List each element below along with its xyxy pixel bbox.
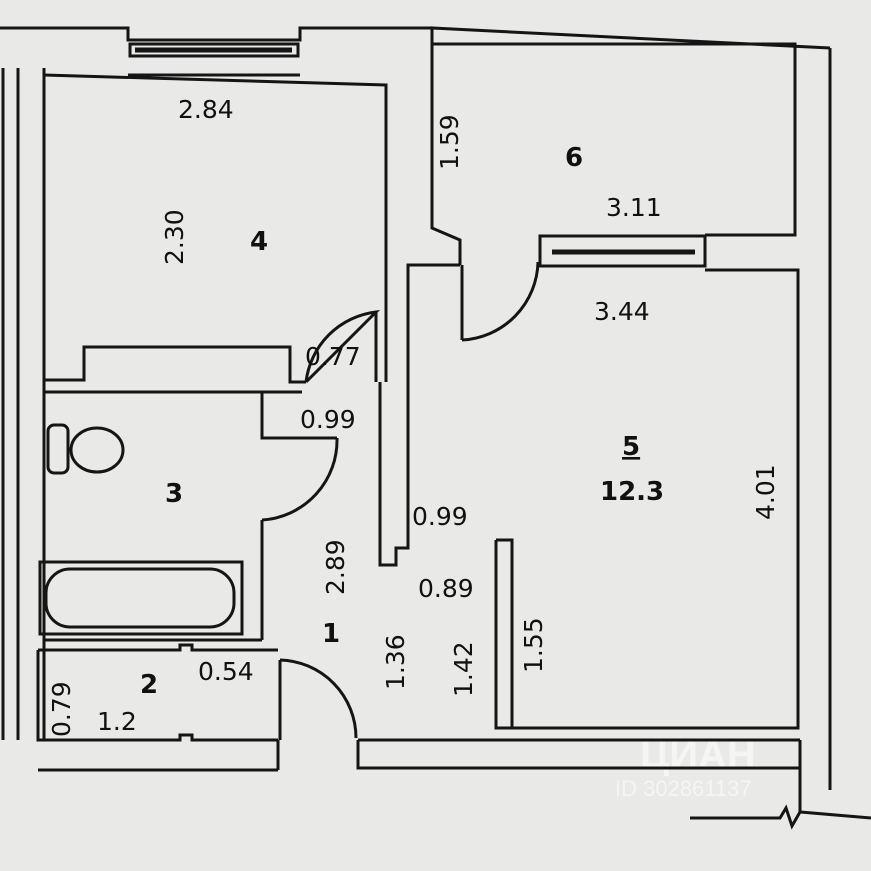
break-line — [690, 804, 871, 830]
window-room4 — [128, 42, 300, 58]
dim-room2-door: 0.54 — [198, 657, 254, 686]
room3-door-jamb — [260, 392, 337, 440]
dim-room3-door: 0.99 — [300, 405, 356, 434]
room2-top — [38, 643, 278, 652]
window-room5-frame — [538, 234, 707, 268]
dim-hall-width-mid: 0.89 — [418, 574, 474, 603]
room3-number: 3 — [165, 479, 183, 509]
dim-room5-depth: 4.01 — [751, 464, 780, 520]
door-entry-arc — [279, 658, 358, 739]
room5-outline — [512, 268, 800, 730]
watermark-id: ID 302861137 — [615, 776, 752, 801]
door-room3-arc — [261, 437, 339, 522]
wall-top — [0, 26, 432, 42]
dim-partition: 1.55 — [519, 617, 548, 673]
room1-number: 1 — [322, 619, 340, 649]
room6-left — [430, 28, 462, 265]
wall-bottom-hall — [356, 740, 800, 770]
room4-wall — [43, 73, 388, 382]
door-balcony-arc — [461, 261, 540, 342]
bathtub-frame — [38, 560, 244, 636]
room4-number: 4 — [250, 227, 268, 257]
dim-hall-lower-b: 1.42 — [449, 641, 478, 697]
toilet-bowl — [69, 426, 125, 474]
dim-room6-depth: 1.59 — [435, 114, 464, 170]
dim-hall-width-top: 0.99 — [412, 502, 468, 531]
hall-partition — [378, 263, 460, 567]
toilet-tank — [46, 423, 70, 475]
room5-area: 12.3 — [600, 477, 664, 507]
dim-room4-depth: 2.30 — [160, 209, 189, 265]
dim-hall-lower-a: 1.36 — [381, 634, 410, 690]
exterior-top-right — [430, 26, 831, 50]
door-room4 — [304, 309, 381, 384]
dim-room4-width: 2.84 — [178, 95, 234, 124]
dim-room2-height: 0.79 — [47, 681, 76, 737]
room6-outline — [432, 42, 797, 237]
dim-room4-door: 0.77 — [305, 342, 361, 371]
dim-room6-width: 3.11 — [606, 193, 662, 222]
room5-partition — [494, 538, 514, 730]
room5-number: 5 — [622, 432, 640, 462]
room3-wall — [42, 392, 262, 642]
room6-number: 6 — [565, 143, 583, 173]
bathtub-basin — [44, 567, 236, 629]
room2-walls — [36, 650, 278, 742]
dim-room2-width: 1.2 — [97, 707, 137, 736]
room2-number: 2 — [140, 670, 158, 700]
dim-room5-width: 3.44 — [594, 297, 650, 326]
dim-hall-length: 2.89 — [321, 539, 350, 595]
room4-wardrobe — [44, 345, 306, 384]
